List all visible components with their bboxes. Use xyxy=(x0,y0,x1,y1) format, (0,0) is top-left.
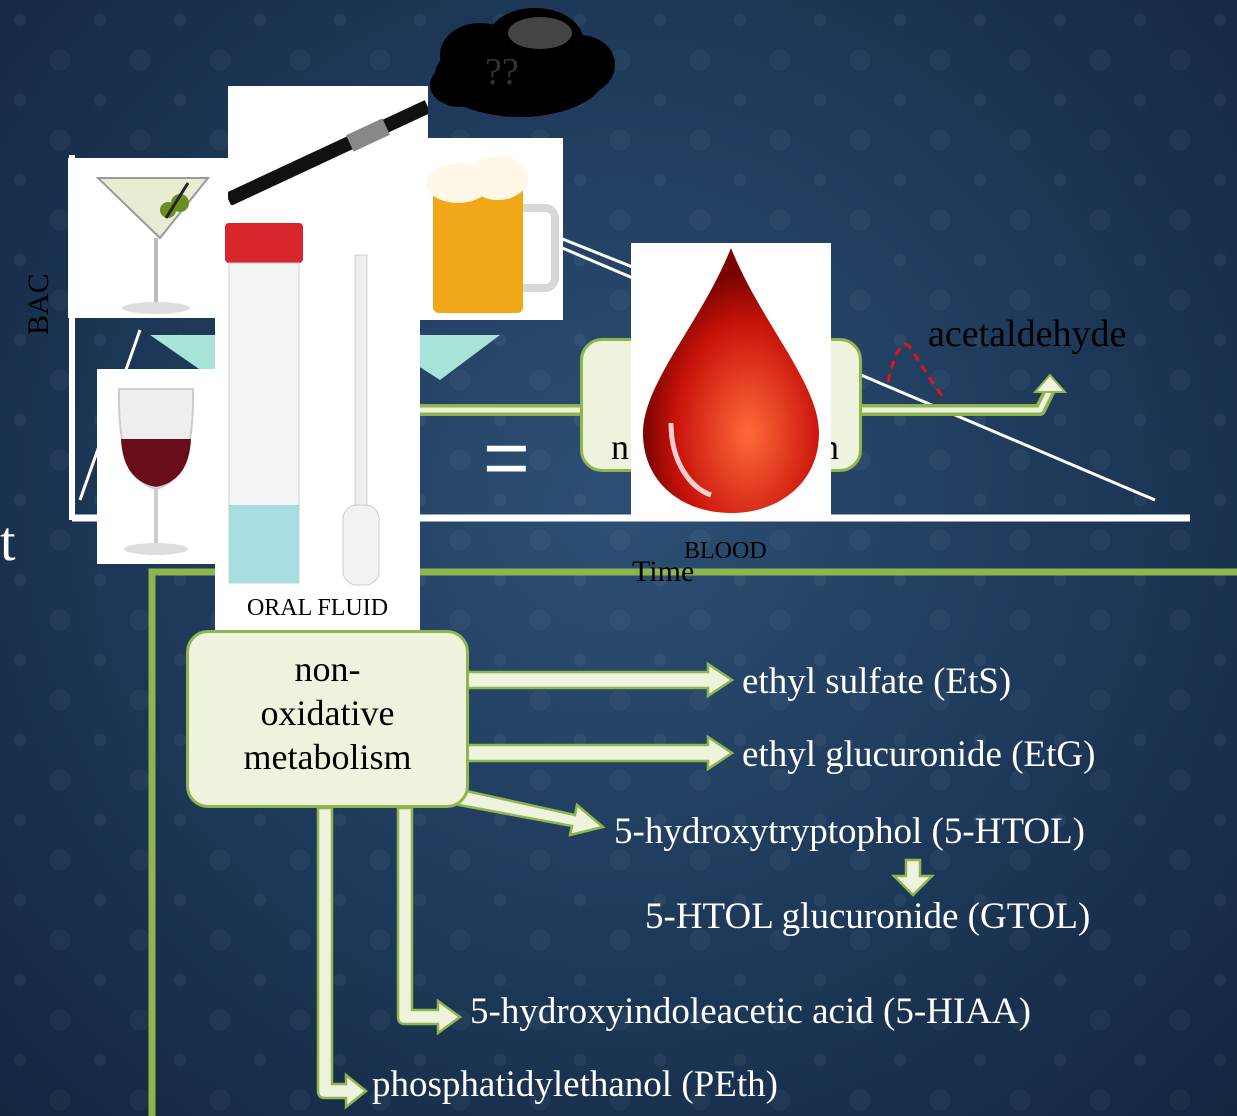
equals-sign: = xyxy=(483,413,530,502)
acetaldehyde-label: acetaldehyde xyxy=(928,313,1127,355)
beer-panel xyxy=(418,138,563,320)
oral-fluid-tube-icon xyxy=(225,223,380,586)
blood-drop-icon xyxy=(643,248,819,513)
metabolite-etg: ethyl glucuronide (EtG) xyxy=(742,734,1096,775)
beer-mug-icon xyxy=(426,156,559,313)
oral-fluid-caption: ORAL FLUID xyxy=(246,595,389,621)
metabolite-ets: ethyl sulfate (EtS) xyxy=(742,661,1012,702)
metabolite-peth: phosphatidylethanol (PEth) xyxy=(372,1064,778,1105)
edge-glyph: t xyxy=(0,511,16,573)
metabolite-hiaa: 5-hydroxyindoleacetic acid (5-HIAA) xyxy=(470,991,1031,1032)
x-axis-label: Time xyxy=(632,555,695,588)
blood-caption: BLOOD xyxy=(684,538,767,564)
martini-panel xyxy=(68,158,238,318)
wine-glass-icon xyxy=(117,388,195,555)
ecigarette-panel xyxy=(225,86,431,216)
cloud-icon xyxy=(430,8,615,117)
metabolite-gtol: 5-HTOL glucuronide (GTOL) xyxy=(645,896,1091,937)
blood-panel xyxy=(631,243,831,517)
oxidative-label-start: n xyxy=(611,427,629,467)
non-oxidative-line1: non- xyxy=(294,649,361,689)
non-oxidative-line2: oxidative xyxy=(260,693,395,733)
oral-fluid-panel: ORAL FLUID xyxy=(215,205,420,633)
non-oxidative-metabolism-node: non- oxidative metabolism xyxy=(186,630,469,808)
wine-panel xyxy=(97,369,215,564)
cloud-label: ?? xyxy=(485,51,519,93)
ecigarette-icon xyxy=(225,100,431,206)
non-oxidative-line3: metabolism xyxy=(243,737,412,777)
martini-icon xyxy=(95,177,211,314)
metabolite-htol: 5-hydroxytryptophol (5-HTOL) xyxy=(614,811,1085,852)
